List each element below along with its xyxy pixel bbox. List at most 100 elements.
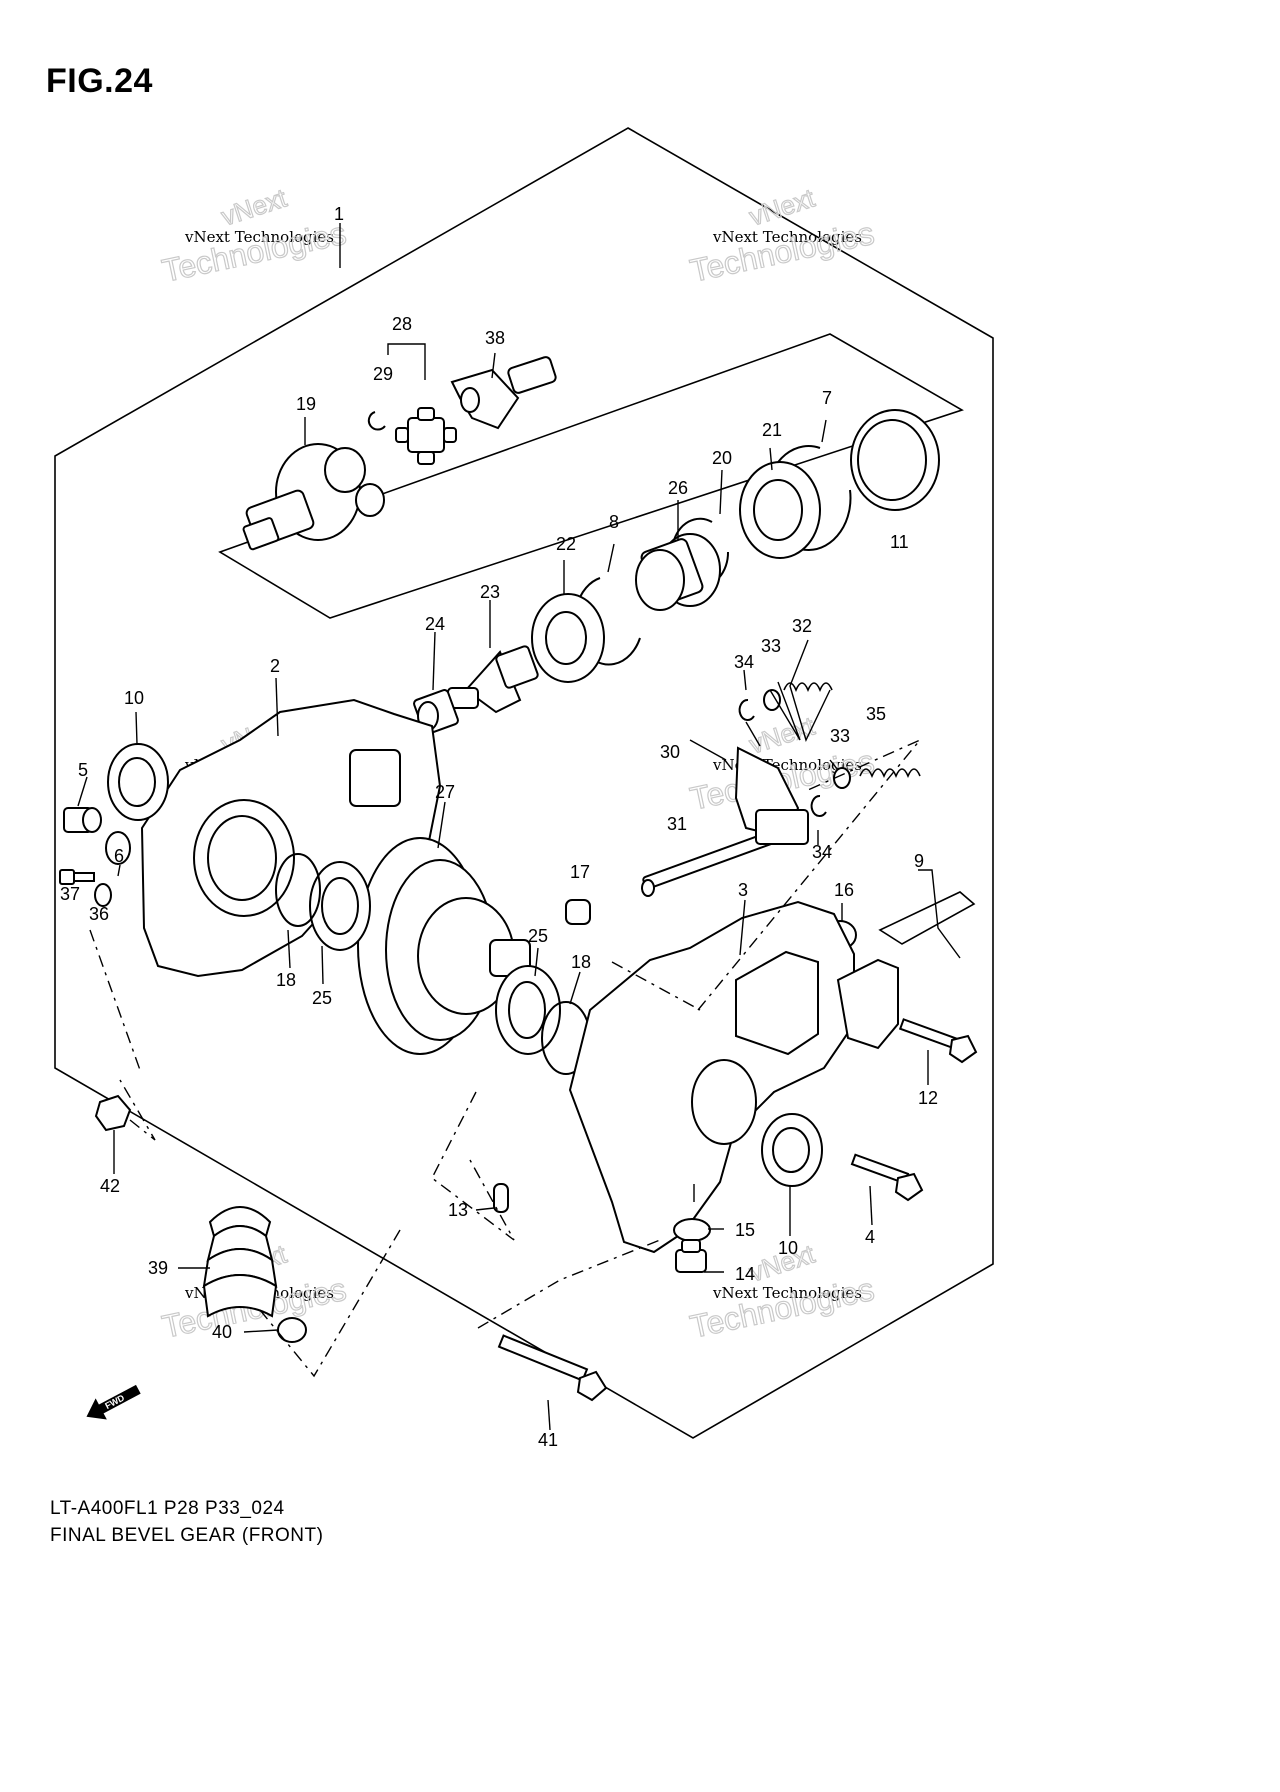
callout-22: 22 [556, 534, 576, 554]
assembly-lines [89, 739, 921, 1378]
callout-42: 42 [100, 1176, 120, 1196]
callout-29: 29 [373, 364, 393, 384]
part-17-spacer [565, 899, 591, 925]
part-33-washer [763, 689, 781, 711]
watermark-big: Technologies [159, 215, 349, 289]
part-28-spider [395, 407, 457, 465]
callout-38: 38 [485, 328, 505, 348]
part-31-shaft [641, 826, 788, 897]
callout-8: 8 [609, 512, 619, 532]
part-22-bearing [531, 593, 605, 683]
part-25-bearing [495, 965, 561, 1055]
part-14-plug [675, 1239, 707, 1273]
callout-9: 9 [914, 851, 924, 871]
callout-10: 10 [124, 688, 144, 708]
part-12-bolt [898, 1018, 978, 1064]
part-32-spring [783, 682, 833, 693]
callout-34: 34 [734, 652, 754, 672]
part-41-bolt [497, 1334, 608, 1402]
callout-5: 5 [78, 760, 88, 780]
callout-19: 19 [296, 394, 316, 414]
part-11-oil-seal [850, 409, 940, 511]
part-15-washer [673, 1218, 711, 1242]
part-38-yoke [450, 356, 557, 430]
part-9-breather-bracket [836, 891, 976, 1050]
part-25-bearing [309, 861, 371, 951]
part-39-boot [202, 1206, 278, 1318]
callout-labels: 1 2 3 4 5 6 7 8 9 10 10 11 12 13 14 15 1… [60, 204, 938, 1450]
callout-33: 33 [830, 726, 850, 746]
callout-16: 16 [834, 880, 854, 900]
callout-33: 33 [761, 636, 781, 656]
callout-41: 41 [538, 1430, 558, 1450]
shaft-group-frame [218, 333, 964, 619]
callout-35: 35 [866, 704, 886, 724]
callout-27: 27 [435, 782, 455, 802]
watermark-next: vNext [218, 182, 291, 231]
callout-2: 2 [270, 656, 280, 676]
part-29-snap-ring [367, 411, 386, 431]
callout-4: 4 [865, 1227, 875, 1247]
callout-11: 11 [890, 532, 909, 552]
callout-28: 28 [392, 314, 412, 334]
part-4-bolt [850, 1153, 924, 1202]
part-35-spring [859, 768, 921, 779]
part-5-plug [63, 807, 102, 833]
callout-25: 25 [528, 926, 548, 946]
callout-24: 24 [425, 614, 445, 634]
callout-39: 39 [148, 1258, 168, 1278]
callout-32: 32 [792, 616, 812, 636]
assembly-frame [54, 127, 994, 1439]
watermark-big: Technologies [687, 215, 877, 289]
part-30-lever [734, 746, 809, 845]
callout-14: 14 [735, 1264, 755, 1284]
part-42-nut [94, 1094, 132, 1132]
model-code: LT-A400FL1 P28 P33_024 [50, 1498, 285, 1519]
callout-23: 23 [480, 582, 500, 602]
callout-20: 20 [712, 448, 732, 468]
callout-36: 36 [89, 904, 109, 924]
part-10-oil-seal [761, 1113, 823, 1187]
watermark-text: vNext Technologies [184, 228, 334, 246]
watermark-next: vNext [746, 182, 819, 231]
diagram-name: FINAL BEVEL GEAR (FRONT) [50, 1525, 324, 1546]
callout-10: 10 [778, 1238, 798, 1258]
watermark-text: vNext Technologies [712, 228, 862, 246]
part-37-bolt [59, 869, 95, 885]
callout-30: 30 [660, 742, 680, 762]
part-36-washer [94, 883, 112, 907]
part-3-case [568, 900, 855, 1254]
callout-25: 25 [312, 988, 332, 1008]
callout-3: 3 [738, 880, 748, 900]
fwd-arrow: FWD [86, 1384, 141, 1420]
part-13-dowel-pin [493, 1183, 509, 1213]
part-34-clip [738, 698, 755, 721]
callout-1: 1 [334, 204, 344, 224]
part-2-gear-case [140, 698, 442, 978]
part-23-pinion-gear [447, 645, 539, 714]
figure-title: FIG.24 [46, 62, 153, 100]
callout-17: 17 [570, 862, 590, 882]
watermark-big: Technologies [687, 1271, 877, 1345]
watermark-text: vNext Technologies [712, 1284, 862, 1302]
callout-34: 34 [812, 842, 832, 862]
part-21-bearing [739, 461, 821, 559]
part-27-differential [357, 837, 531, 1055]
callout-18: 18 [571, 952, 591, 972]
callout-6: 6 [114, 846, 124, 866]
callout-31: 31 [667, 814, 687, 834]
part-26-needle-bearing [635, 533, 721, 611]
part-19-output-shaft [242, 443, 385, 551]
callout-13: 13 [448, 1200, 468, 1220]
callout-12: 12 [918, 1088, 938, 1108]
part-10-oil-seal [107, 743, 169, 821]
callout-37: 37 [60, 884, 80, 904]
callout-21: 21 [762, 420, 782, 440]
part-34-clip [810, 794, 827, 817]
callout-15: 15 [735, 1220, 755, 1240]
callout-18: 18 [276, 970, 296, 990]
callout-40: 40 [212, 1322, 232, 1342]
leader-lines [77, 223, 961, 1431]
part-40-clamp [277, 1317, 307, 1343]
